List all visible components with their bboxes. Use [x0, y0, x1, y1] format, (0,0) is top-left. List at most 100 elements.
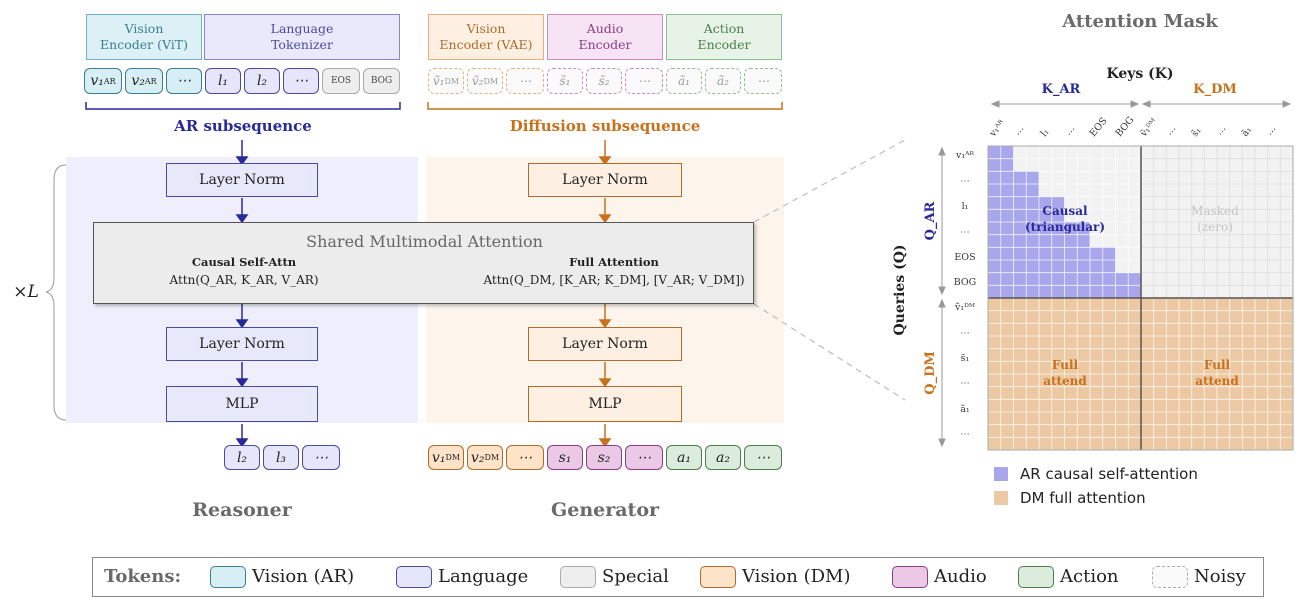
token-noisy-action-ellipsis: ⋯	[744, 68, 782, 94]
token-noisy-action-2: ã₂	[705, 68, 741, 94]
query-tick: ⋯	[960, 328, 970, 339]
legend-swatch	[700, 566, 736, 588]
output-audio-1: s₁	[547, 445, 583, 470]
q-ar-label: Q_AR	[922, 201, 938, 241]
generator-label: Generator	[551, 499, 659, 521]
legend-swatch	[1152, 566, 1188, 588]
token-legend	[92, 557, 1264, 597]
legend-language: Language	[396, 566, 528, 588]
query-tick: ⋯	[960, 227, 970, 238]
attention-mask-title: Attention Mask	[1062, 10, 1218, 32]
legend-swatch	[396, 566, 432, 588]
output-vision-dm-ellipsis: ⋯	[506, 445, 544, 470]
output-lang-ellipsis: ⋯	[302, 445, 340, 470]
dm-layer-norm-1: Layer Norm	[528, 163, 682, 197]
legend-swatch	[560, 566, 596, 588]
causal-attn-title: Causal Self-Attn	[191, 255, 297, 269]
token-vision-ar-ellipsis: ⋯	[166, 68, 202, 94]
mask-legend-dm-swatch	[994, 491, 1008, 505]
encoder-line2: Encoder (VAE)	[439, 37, 533, 52]
query-tick: s̃₁	[960, 353, 970, 364]
token-noisy-audio-2: s̃₂	[586, 68, 622, 94]
query-tick: ṽ₁ᴰᴹ	[954, 302, 976, 313]
query-tick: ã₁	[960, 404, 970, 415]
encoder-line1: Language	[270, 21, 334, 37]
dm-subsequence-label: Diffusion subsequence	[509, 117, 701, 135]
token-noisy-audio-1: s̃₁	[547, 68, 583, 94]
output-action-2: a₂	[705, 445, 741, 470]
token-noisy-audio-ellipsis: ⋯	[625, 68, 663, 94]
query-tick: ⋯	[960, 378, 970, 389]
legend-special: Special	[560, 566, 669, 588]
query-tick: ⋯	[960, 176, 970, 187]
query-tick: v₁ᴬᴿ	[956, 150, 974, 161]
output-action-1: a₁	[666, 445, 702, 470]
token-lang-ellipsis: ⋯	[283, 68, 319, 94]
reasoner-label: Reasoner	[192, 499, 292, 521]
legend-vision-ar: Vision (AR)	[210, 566, 354, 588]
token-noisy-vision-ellipsis: ⋯	[506, 68, 544, 94]
legend-noisy: Noisy	[1152, 566, 1246, 588]
legend-title: Tokens:	[104, 566, 182, 587]
query-tick: l₁	[961, 201, 969, 212]
mask-legend-ar-label: AR causal self-attention	[1020, 465, 1198, 483]
zoom-line-top	[753, 139, 906, 223]
mask-legend-dm: DM full attention	[994, 488, 1146, 508]
dm-layer-norm-2: Layer Norm	[528, 327, 682, 361]
output-lang-2: l₂	[224, 445, 260, 470]
action-encoder: Action Encoder	[666, 14, 782, 60]
shared-attention-block: Shared Multimodal Attention Causal Self-…	[93, 222, 754, 304]
repeat-brace	[45, 164, 67, 421]
encoder-line1: Action	[703, 21, 745, 37]
zoom-line-bottom	[753, 303, 906, 401]
attention-mask-grid	[938, 100, 1294, 451]
ar-subsequence-label: AR subsequence	[174, 117, 312, 135]
vision-encoder-vae: Vision Encoder (VAE)	[428, 14, 544, 60]
dm-bracket	[427, 102, 783, 110]
mask-legend-ar: AR causal self-attention	[994, 464, 1198, 484]
encoder-line2: Encoder	[578, 37, 632, 52]
token-eos: EOS	[322, 68, 360, 94]
query-tick: ⋯	[960, 429, 970, 440]
k-dm-label: K_DM	[1193, 81, 1237, 97]
encoder-line1: Vision	[466, 21, 506, 37]
output-audio-ellipsis: ⋯	[625, 445, 663, 470]
token-lang-2: l₂	[244, 68, 280, 94]
token-noisy-action-1: ã₁	[666, 68, 702, 94]
legend-action: Action	[1018, 566, 1119, 588]
encoder-line2: Encoder (ViT)	[100, 37, 188, 52]
encoder-line1: Vision	[124, 21, 164, 37]
causal-attn-formula: Attn(Q_AR, K_AR, V_AR)	[169, 273, 319, 287]
output-action-ellipsis: ⋯	[744, 445, 782, 470]
full-attn-formula: Attn(Q_DM, [K_AR; K_DM], [V_AR; V_DM])	[483, 273, 745, 287]
full-region-label-left: Full attend	[1043, 358, 1087, 388]
repeat-label: ×L	[13, 282, 39, 302]
output-audio-2: s₂	[586, 445, 622, 470]
encoder-line1: Audio	[586, 21, 624, 37]
token-bog: BOG	[363, 68, 400, 94]
encoder-line2: Tokenizer	[271, 37, 333, 52]
full-attn-title: Full Attention	[569, 255, 659, 269]
mask-legend-ar-swatch	[994, 467, 1008, 481]
ar-layer-norm-1: Layer Norm	[166, 163, 318, 197]
legend-swatch	[892, 566, 928, 588]
masked-region-label: Masked (zero)	[1191, 204, 1239, 234]
legend-vision-dm: Vision (DM)	[700, 566, 851, 588]
shared-attention-title: Shared Multimodal Attention	[306, 231, 543, 251]
dm-mlp: MLP	[528, 386, 682, 422]
legend-audio: Audio	[892, 566, 987, 588]
language-tokenizer: Language Tokenizer	[204, 14, 400, 60]
mask-legend-dm-label: DM full attention	[1020, 489, 1146, 507]
audio-encoder: Audio Encoder	[547, 14, 663, 60]
encoder-line2: Encoder	[697, 37, 751, 52]
legend-swatch	[1018, 566, 1054, 588]
q-dm-label: Q_DM	[922, 351, 938, 395]
query-tick: EOS	[954, 252, 976, 263]
legend-swatch	[210, 566, 246, 588]
keys-label: Keys (K)	[1106, 66, 1174, 82]
ar-bracket	[85, 102, 401, 110]
